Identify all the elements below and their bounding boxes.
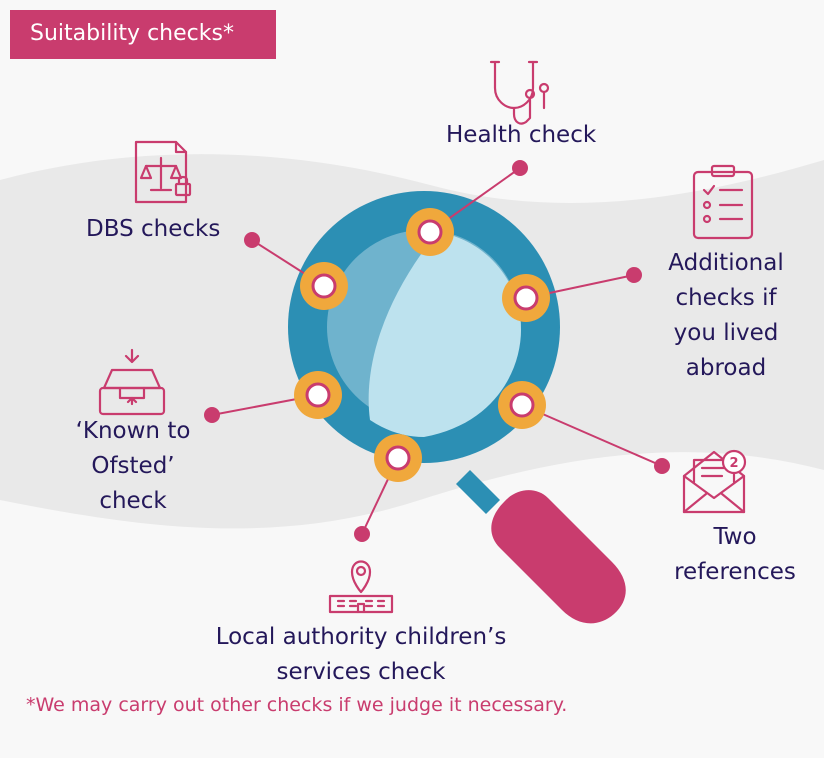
magnifier-lens [288, 191, 560, 463]
connector-dot-dbs [244, 232, 260, 248]
ring-node-references [498, 381, 546, 429]
page-title: Suitability checks* [30, 21, 234, 46]
label-local-authority-check: Local authority children’s services chec… [215, 624, 507, 685]
references-badge: 2 [729, 456, 738, 471]
ring-node-local-authority [374, 434, 422, 482]
magnifier-handle [456, 470, 626, 624]
label-dbs-checks: DBS checks [86, 216, 221, 242]
label-two-references: Two references [674, 524, 796, 585]
connector-references [521, 404, 663, 467]
inbox-tray-icon [98, 348, 166, 416]
connector-dot-ofsted [204, 407, 220, 423]
connector-dot-abroad [626, 267, 642, 283]
title-banner: Suitability checks* [10, 10, 276, 59]
ring-node-health [406, 208, 454, 256]
label-health-check: Health check [446, 122, 597, 148]
ring-node-ofsted [294, 371, 342, 419]
connector-dots [204, 160, 670, 542]
ring-nodes [294, 208, 550, 482]
ring-node-dbs [300, 262, 348, 310]
envelope-letter-icon [682, 449, 747, 514]
location-pin-building-icon [328, 560, 394, 614]
stethoscope-icon [489, 60, 550, 125]
ring-node-abroad [502, 274, 550, 322]
footnote: *We may carry out other checks if we jud… [26, 694, 568, 716]
connector-dot-references [654, 458, 670, 474]
label-additional-checks-abroad: Additional checks if you lived abroad [668, 250, 784, 381]
legal-document-icon [134, 140, 192, 204]
connector-dot-local-authority [354, 526, 370, 542]
label-known-to-ofsted: ‘Known to Ofsted’ check [75, 418, 191, 514]
connector-dot-health [512, 160, 528, 176]
clipboard-checklist-icon [692, 164, 754, 240]
